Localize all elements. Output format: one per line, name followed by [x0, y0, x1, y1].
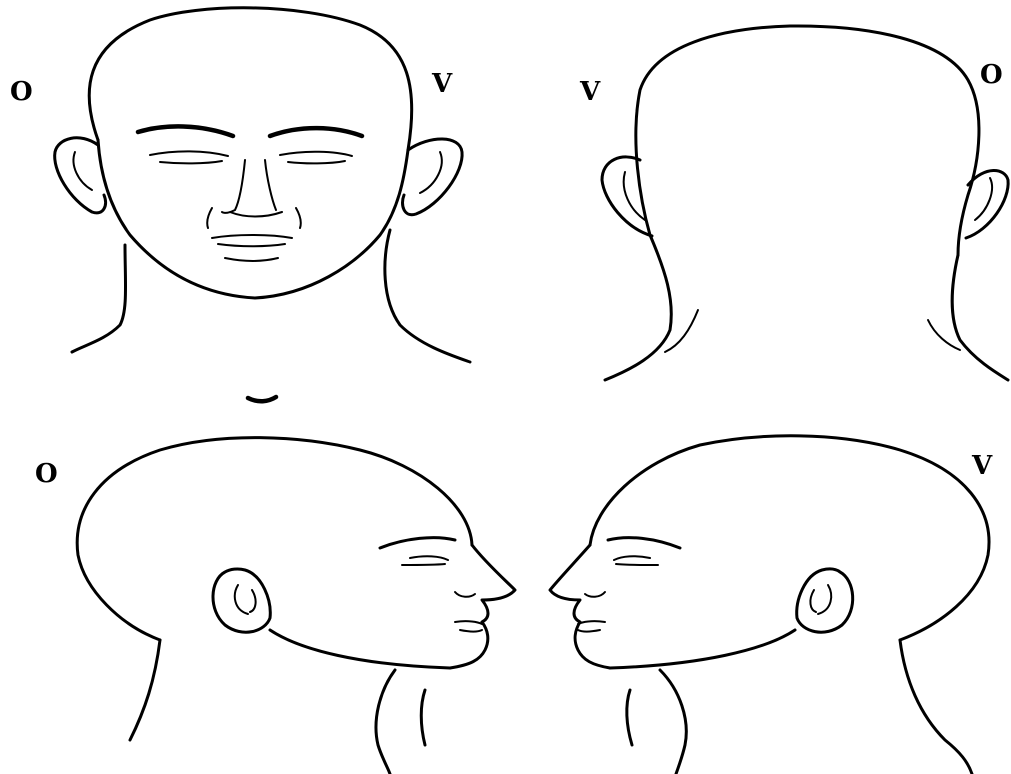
- left-profile-neck-back: [130, 640, 160, 740]
- front-left-eye: [150, 151, 228, 163]
- left-profile-ear: [213, 569, 270, 632]
- right-profile-eye: [614, 556, 658, 565]
- back-view-head: V O: [579, 26, 1008, 380]
- front-jaw-outline: [98, 140, 408, 298]
- left-profile-eyebrow: [380, 538, 455, 548]
- front-right-ear-inner: [420, 152, 442, 193]
- front-chin-line: [225, 258, 278, 261]
- left-profile-face: [450, 545, 515, 668]
- back-label-right: O: [980, 60, 1003, 90]
- right-profile-jaw: [610, 630, 795, 668]
- front-neck-right: [385, 230, 470, 362]
- back-right-ear-inner: [975, 178, 992, 220]
- right-profile-neck-mid: [627, 690, 632, 745]
- front-left-ear-inner: [74, 152, 92, 190]
- front-left-eyebrow: [138, 126, 233, 136]
- right-profile-nostril: [585, 592, 605, 597]
- front-nasolabial-folds: [207, 208, 301, 228]
- left-profile-nostril: [455, 592, 475, 597]
- left-profile-mouth: [455, 621, 482, 631]
- left-profile-eye: [402, 556, 448, 565]
- right-profile-ear: [797, 569, 853, 632]
- front-mouth: [212, 235, 292, 246]
- front-right-ear: [403, 139, 463, 215]
- front-label-left: O: [10, 77, 33, 107]
- front-nose: [222, 160, 282, 217]
- front-right-eyebrow: [270, 128, 362, 136]
- back-label-left: V: [579, 77, 601, 107]
- back-skull-outline: [636, 26, 979, 255]
- right-profile-head: V: [550, 436, 993, 774]
- front-right-eye: [280, 152, 352, 164]
- front-neck-left: [72, 245, 126, 352]
- left-profile-neck-front: [376, 670, 395, 774]
- right-profile-neck-back: [900, 640, 972, 774]
- left-profile-head: O: [35, 438, 515, 774]
- front-view-head: O V: [10, 8, 470, 401]
- front-skull-outline: [89, 8, 412, 150]
- left-profile-label: O: [35, 459, 58, 489]
- left-profile-ear-inner: [235, 585, 256, 614]
- front-label-right: V: [431, 69, 453, 99]
- right-profile-mouth: [578, 621, 605, 631]
- right-profile-ear-inner: [810, 585, 831, 614]
- front-collar-mark: [248, 397, 276, 401]
- back-neck-left: [605, 235, 671, 380]
- left-profile-jaw: [270, 630, 450, 668]
- right-profile-face: [550, 545, 610, 668]
- right-profile-label: V: [971, 451, 993, 481]
- right-profile-eyebrow: [608, 538, 680, 548]
- back-neck-right: [952, 255, 1008, 380]
- left-profile-neck-mid: [421, 690, 425, 745]
- right-profile-skull: [590, 436, 989, 640]
- right-profile-neck-front: [660, 670, 686, 774]
